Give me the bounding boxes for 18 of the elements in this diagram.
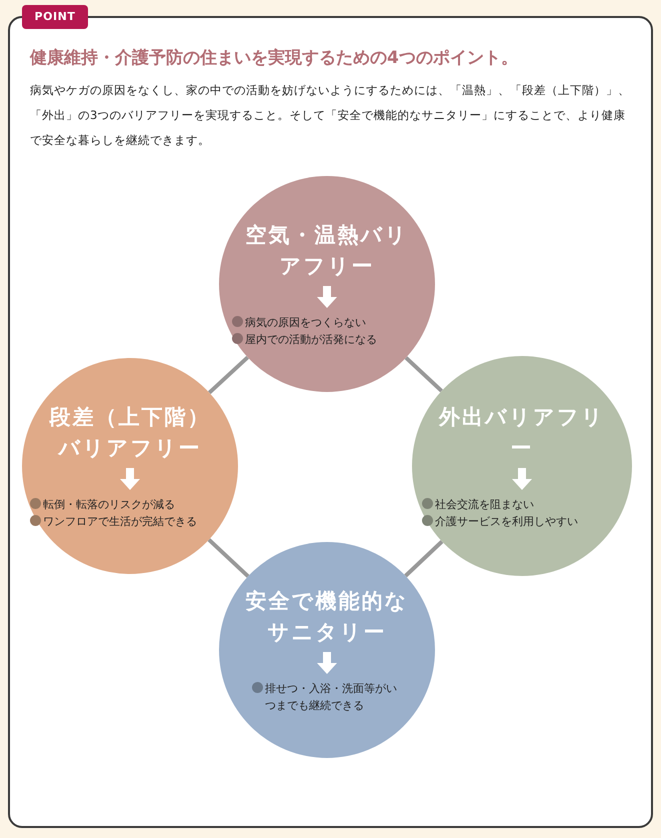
circle-heading: 空気・温熱バリアフリー <box>244 222 410 280</box>
connector-line <box>404 356 443 392</box>
circle-heading: 外出バリアフリー <box>438 404 606 462</box>
bullet-text: 屋内での活動が活発になる <box>245 332 377 348</box>
circle-heading: 段差（上下階）バリアフリー <box>48 404 212 462</box>
circle-heading: 安全で機能的なサニタリー <box>244 588 410 646</box>
bullet-text: ワンフロアで生活が完結できる <box>43 514 197 530</box>
connector-line <box>404 540 444 578</box>
bullet-text: 病気の原因をつくらない <box>245 315 366 331</box>
bullet-text: 介護サービスを利用しやすい <box>435 514 578 530</box>
connector-line <box>208 356 250 394</box>
bullet-text: 社会交流を阻まない <box>435 497 534 513</box>
point-tag: POINT <box>22 5 88 29</box>
description: 病気やケガの原因をなくし、家の中での活動を妨げないようにするためには、「温熱」、「段差（上下階）」、「外出」の3つのバリアフリーを実現すること。そして「安全で機能的なサニタリー」にすることで、より健康で安全な暮らしを継続できます。 <box>30 82 631 149</box>
connector-line <box>208 538 250 578</box>
bullet-text: 排せつ・入浴・洗面等がいつまでも継続できる <box>265 681 398 714</box>
bullet-text: 転倒・転落のリスクが減る <box>43 497 175 513</box>
title: 健康維持・介護予防の住まいを実現するための4つのポイント。 <box>30 47 519 70</box>
